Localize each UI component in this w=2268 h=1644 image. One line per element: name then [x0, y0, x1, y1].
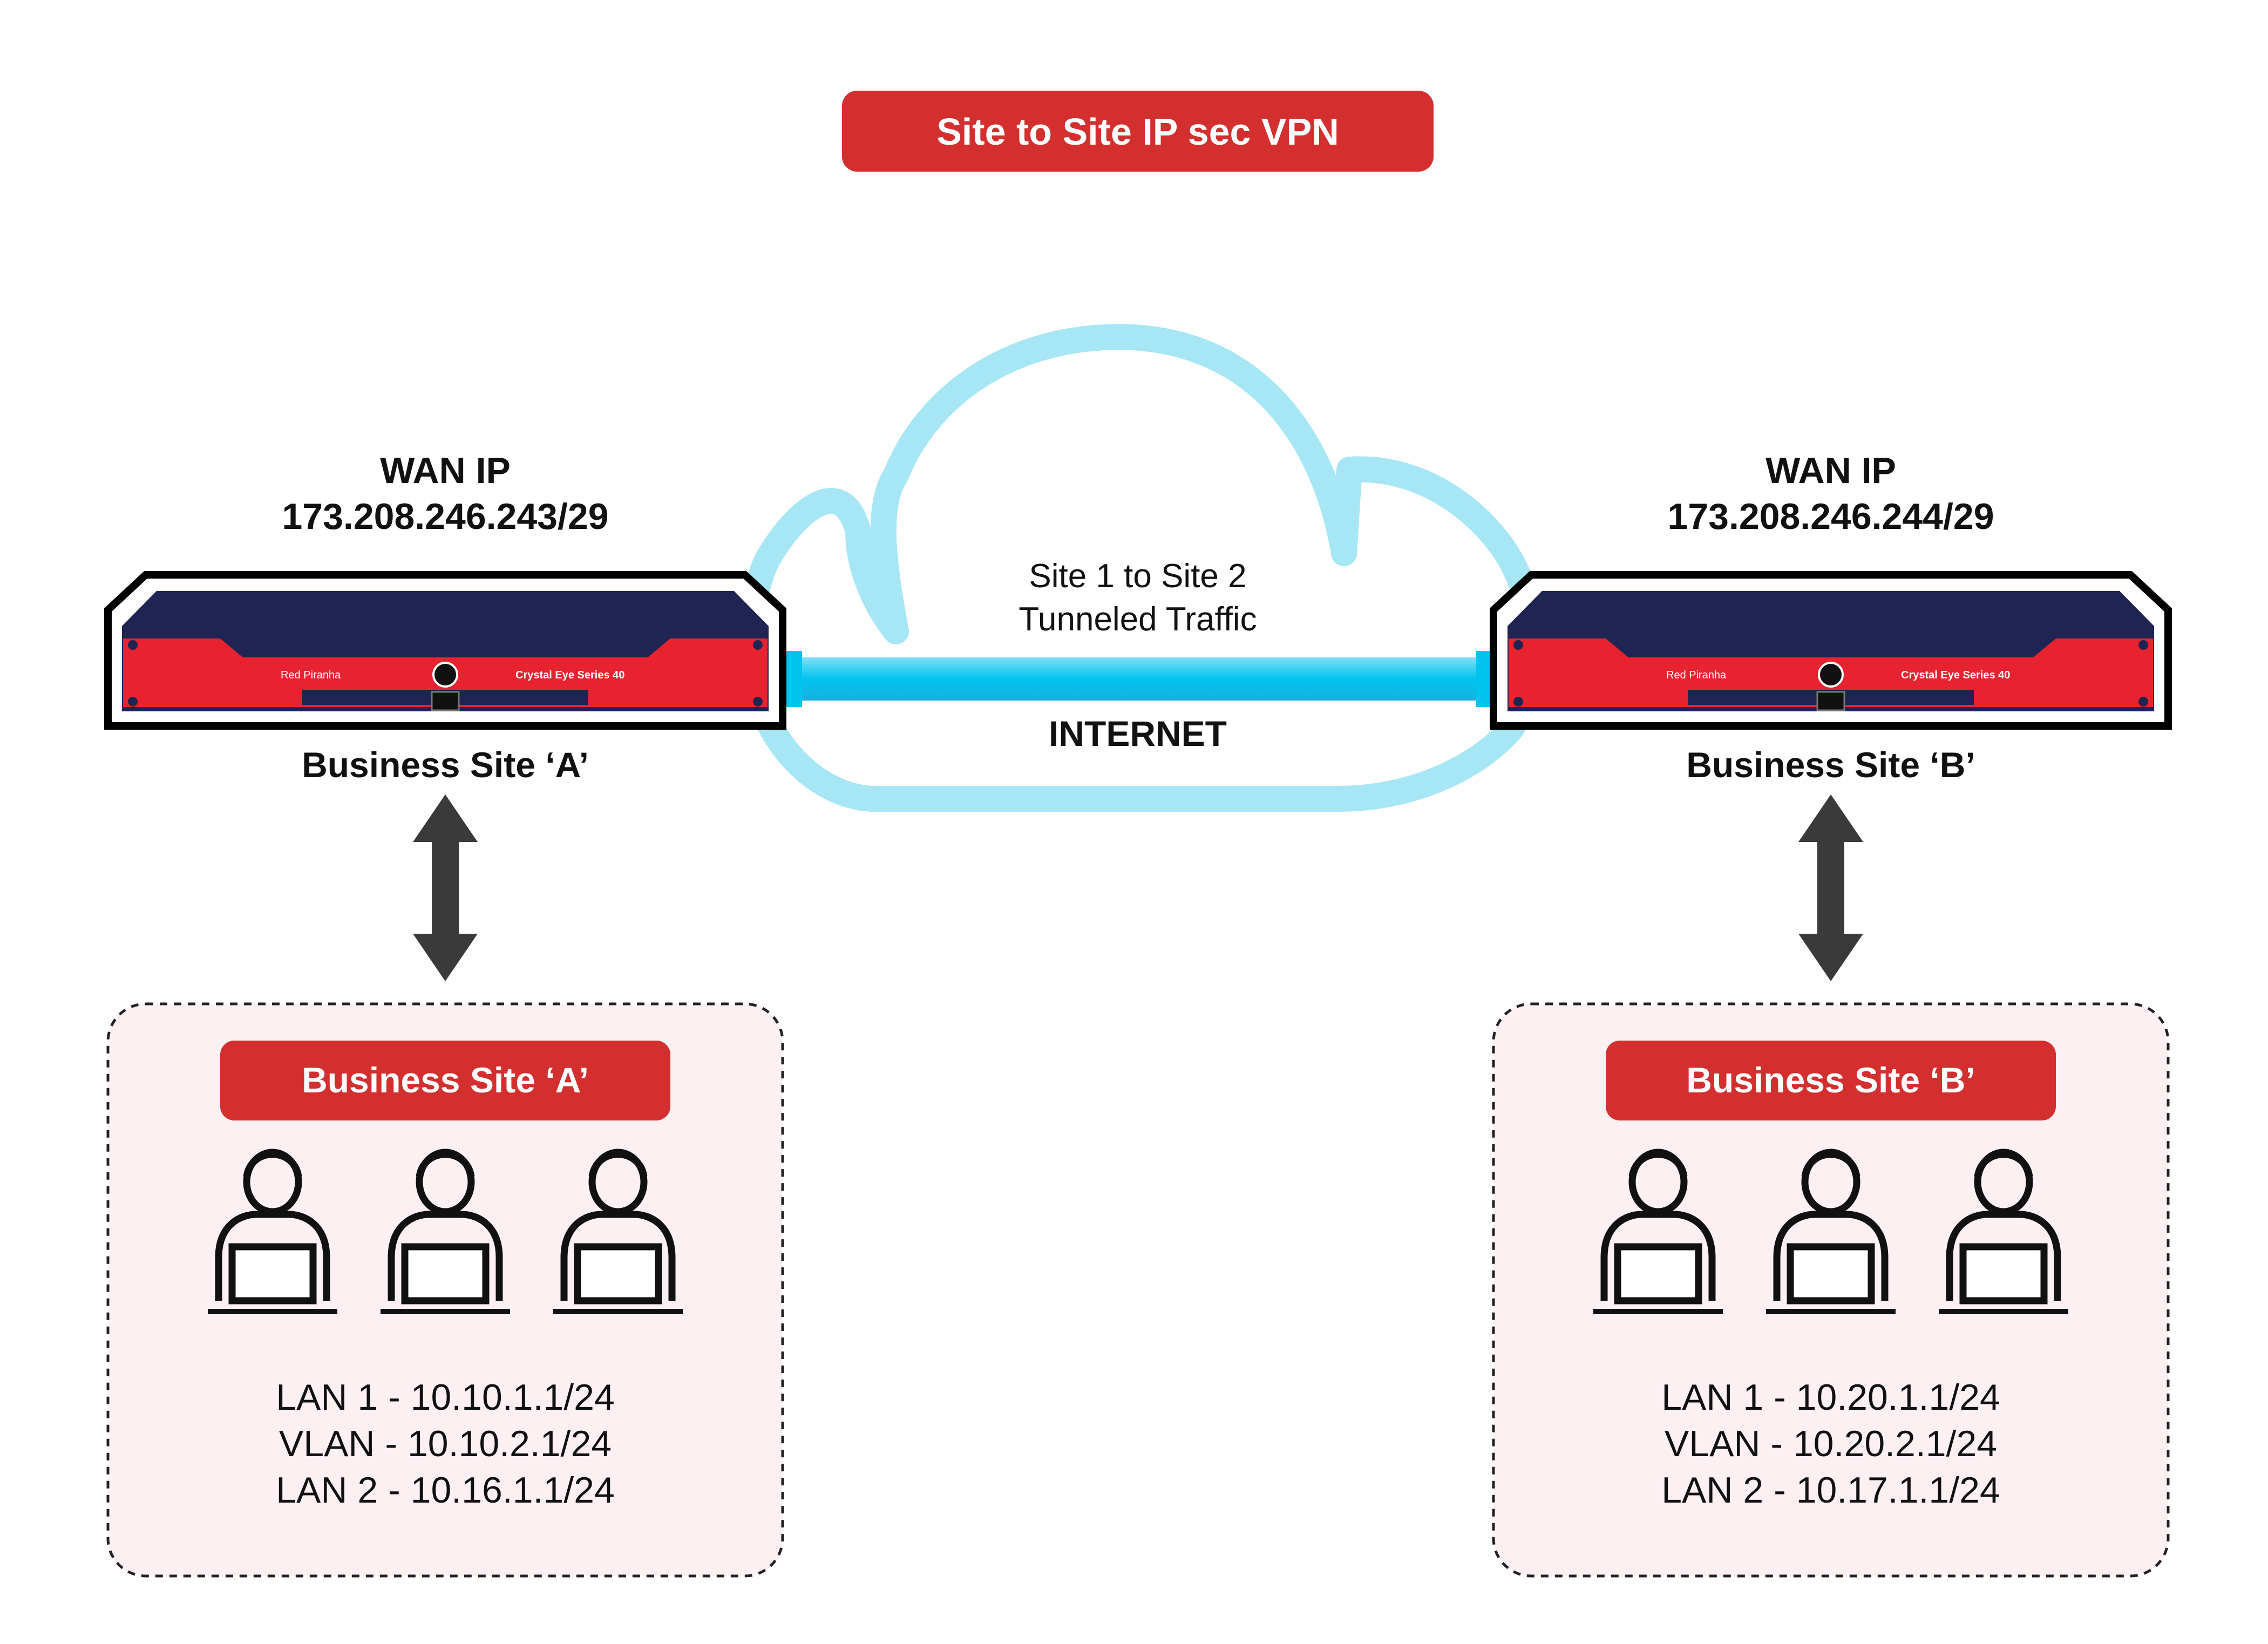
- site-b-lan-box: Business Site ‘B’: [1492, 1002, 2170, 1578]
- internet-label: INTERNET: [1049, 714, 1227, 753]
- vpn-tunnel: [782, 651, 1497, 707]
- user-at-laptop-icon: [1593, 1149, 1723, 1314]
- tunnel-traffic-line1: Site 1 to Site 2: [1029, 558, 1246, 595]
- site-a-device-model: Crystal Eye Series 40: [515, 669, 624, 681]
- site-b: WAN IP 173.208.246.244/29 Red Piranha Cr…: [1490, 450, 2172, 1578]
- site-b-device-model: Crystal Eye Series 40: [1901, 669, 2010, 681]
- site-b-wan-ip: 173.208.246.244/29: [1667, 496, 1994, 537]
- title-text: Site to Site IP sec VPN: [936, 111, 1339, 153]
- site-a-device-brand: Red Piranha: [281, 669, 341, 681]
- usb-port-icon: [1816, 691, 1845, 711]
- site-b-firewall-device: Red Piranha Crystal Eye Series 40: [1490, 571, 2172, 730]
- power-button-icon: [1818, 662, 1844, 688]
- site-a-label: Business Site ‘A’: [302, 745, 589, 785]
- site-b-lan-1: LAN 1 - 10.20.1.1/24: [1661, 1377, 2000, 1418]
- site-a-users: [208, 1149, 683, 1314]
- internet-cloud: Site 1 to Site 2 Tunneled Traffic INTERN…: [738, 324, 1545, 812]
- site-a-firewall-device: Red Piranha Crystal Eye Series 40: [104, 571, 786, 730]
- power-button-icon: [432, 662, 458, 688]
- site-a-lan-box: Business Site ‘A’: [106, 1002, 784, 1578]
- site-a-box-title: Business Site ‘A’: [302, 1060, 589, 1100]
- site-b-users: [1593, 1149, 2068, 1314]
- site-b-device-brand: Red Piranha: [1666, 669, 1727, 681]
- site-a-lan-2: LAN 2 - 10.16.1.1/24: [276, 1470, 615, 1511]
- usb-port-icon: [431, 691, 460, 711]
- site-b-box-title: Business Site ‘B’: [1686, 1060, 1975, 1100]
- site-a-double-arrow-icon: [413, 794, 478, 981]
- site-a-wan-label: WAN IP: [380, 450, 511, 491]
- user-at-laptop-icon: [208, 1149, 337, 1314]
- title-badge: Site to Site IP sec VPN: [842, 91, 1434, 172]
- site-b-label: Business Site ‘B’: [1686, 745, 1975, 785]
- user-at-laptop-icon: [381, 1149, 510, 1314]
- site-a: WAN IP 173.208.246.243/29 Red Piranha Cr…: [104, 450, 786, 1578]
- user-at-laptop-icon: [553, 1149, 683, 1314]
- tunnel-traffic-line2: Tunneled Traffic: [1018, 601, 1257, 638]
- site-b-lan-2: LAN 2 - 10.17.1.1/24: [1661, 1470, 2000, 1511]
- site-b-double-arrow-icon: [1798, 794, 1863, 981]
- site-a-lan-1: LAN 1 - 10.10.1.1/24: [276, 1377, 615, 1418]
- user-at-laptop-icon: [1939, 1149, 2068, 1314]
- site-b-vlan: VLAN - 10.20.2.1/24: [1665, 1423, 1997, 1464]
- site-a-wan-ip: 173.208.246.243/29: [282, 496, 608, 537]
- site-a-vlan: VLAN - 10.10.2.1/24: [279, 1423, 612, 1464]
- site-b-wan-label: WAN IP: [1765, 450, 1896, 491]
- user-at-laptop-icon: [1766, 1149, 1896, 1314]
